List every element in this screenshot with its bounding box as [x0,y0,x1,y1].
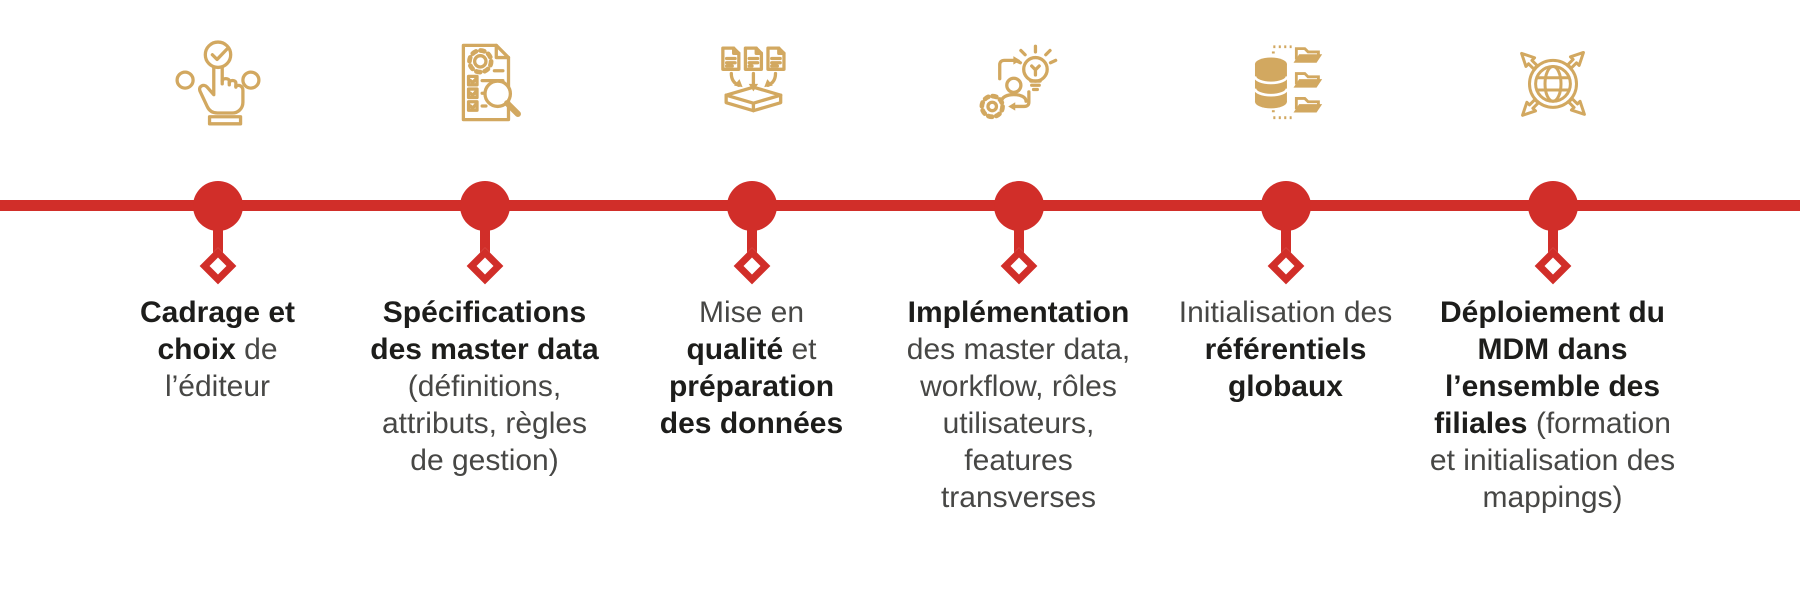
marker-stem [1013,226,1024,256]
label-segment: (formation [1527,407,1671,440]
step-label-line: l’éditeur [84,368,351,405]
gear-person-lightbulb-icon [885,34,1152,130]
label-segment: utilisateurs, [942,407,1095,440]
step-label-line: des master data [351,331,618,368]
label-segment: Spécifications [382,296,587,329]
globe-expand-arrows-icon [1419,34,1686,130]
step-label-line: attributs, règles [351,405,618,442]
database-folders-icon [1152,34,1419,130]
step-label: Implémentation des master data, workflow, … [885,294,1152,516]
step-label-line: qualité et [618,331,885,368]
step-label: Spécifications des master data (définition… [351,294,618,479]
label-segment: features [964,444,1073,477]
label-segment: l’ensemble des [1444,370,1661,403]
label-segment: l’éditeur [164,370,271,403]
label-segment: attributs, règles [381,407,588,440]
step-label-line: des master data, [885,331,1152,368]
step-label-line: référentiels [1152,331,1419,368]
timeline-dot [192,181,243,231]
label-segment: Cadrage et [139,296,296,329]
diamond-connector [1267,247,1304,285]
timeline-dot [726,181,777,231]
documents-to-box-icon [618,34,885,130]
label-segment: Mise en [698,296,805,329]
label-segment: MDM dans [1477,333,1628,366]
timeline-step-5: Initialisation des référentiels globaux [1152,0,1419,600]
click-select-icon [84,34,351,130]
marker-stem [1547,226,1558,256]
marker-stem [212,226,223,256]
step-label-line: choix de [84,331,351,368]
label-segment: Déploiement du [1439,296,1665,329]
label-segment: des master data [370,333,599,366]
label-segment: et [783,333,817,366]
marker-stem [1280,226,1291,256]
step-label-line: workflow, rôles [885,368,1152,405]
step-label-line: préparation [618,368,885,405]
diamond-connector [1000,247,1037,285]
timeline-step-4: Implémentation des master data, workflow, … [885,0,1152,600]
diamond-connector [466,247,503,285]
timeline-dot [1527,181,1578,231]
step-label-line: Spécifications [351,294,618,331]
label-segment: Initialisation des [1178,296,1393,329]
label-segment: choix [157,333,236,366]
timeline-dot [1260,181,1311,231]
label-segment: qualité [686,333,784,366]
label-segment: (définitions, [407,370,562,403]
label-segment: globaux [1227,370,1343,403]
label-segment: mappings) [1482,481,1623,514]
diamond-connector [199,247,236,285]
timeline-step-2: Spécifications des master data (définition… [351,0,618,600]
label-segment: référentiels [1204,333,1367,366]
label-segment: de [235,333,278,366]
label-segment: et initialisation des [1429,444,1676,477]
step-label-line: Initialisation des [1152,294,1419,331]
step-label-line: l’ensemble des [1419,368,1686,405]
step-label-line: (définitions, [351,368,618,405]
step-label-line: Implémentation [885,294,1152,331]
label-segment: préparation [668,370,835,403]
diamond-connector [733,247,770,285]
step-label-line: MDM dans [1419,331,1686,368]
timeline-line [0,200,1800,211]
spec-document-magnifier-icon [351,34,618,130]
step-label-line: Déploiement du [1419,294,1686,331]
label-segment: Implémentation [907,296,1130,329]
label-segment: des master data, [906,333,1131,366]
marker-stem [746,226,757,256]
step-label-line: transverses [885,479,1152,516]
step-label-line: filiales (formation [1419,405,1686,442]
label-segment: de gestion) [410,444,559,477]
step-label-line: Cadrage et [84,294,351,331]
marker-stem [479,226,490,256]
timeline-dot [993,181,1044,231]
step-label-line: et initialisation des [1419,442,1686,479]
step-label: Initialisation des référentiels globaux [1152,294,1419,405]
timeline-dot [459,181,510,231]
label-segment: workflow, rôles [920,370,1117,403]
diamond-connector [1534,247,1571,285]
label-segment: filiales [1434,407,1528,440]
label-segment: transverses [940,481,1097,514]
step-label-line: de gestion) [351,442,618,479]
step-label-line: Mise en [618,294,885,331]
step-label-line: utilisateurs, [885,405,1152,442]
step-label-line: des données [618,405,885,442]
step-label-line: mappings) [1419,479,1686,516]
step-label-line: globaux [1152,368,1419,405]
label-segment: des données [659,407,844,440]
step-label-line: features [885,442,1152,479]
